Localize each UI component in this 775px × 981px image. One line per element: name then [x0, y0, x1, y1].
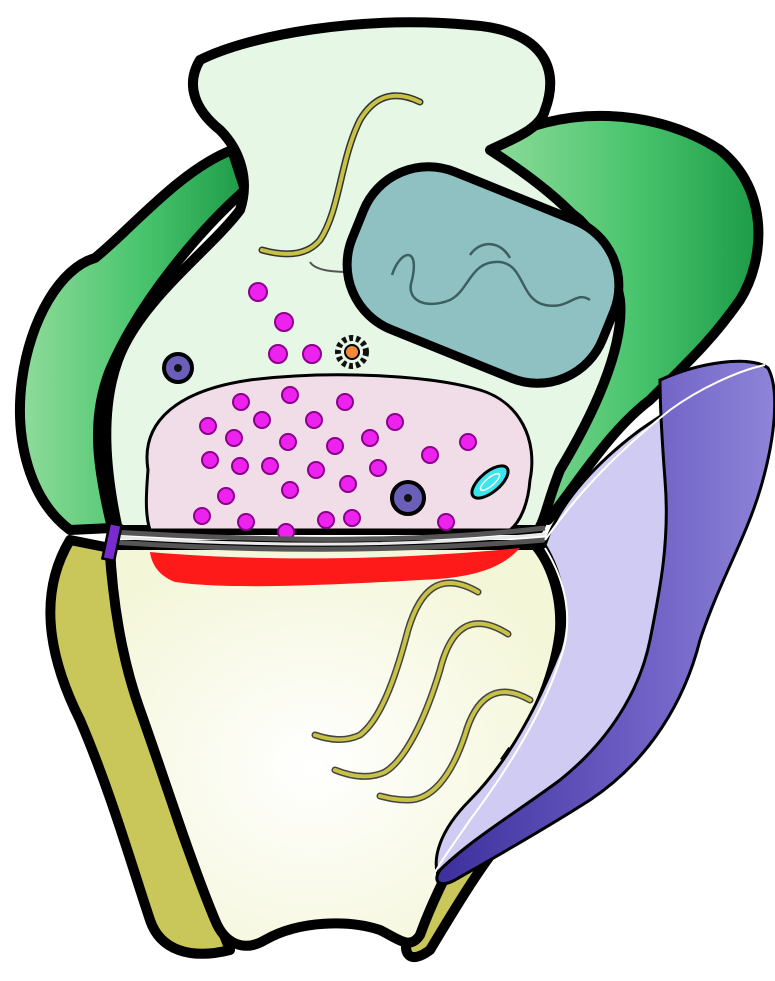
dense-core-vesicle [392, 482, 424, 514]
dense-core-vesicle-top [164, 354, 192, 382]
